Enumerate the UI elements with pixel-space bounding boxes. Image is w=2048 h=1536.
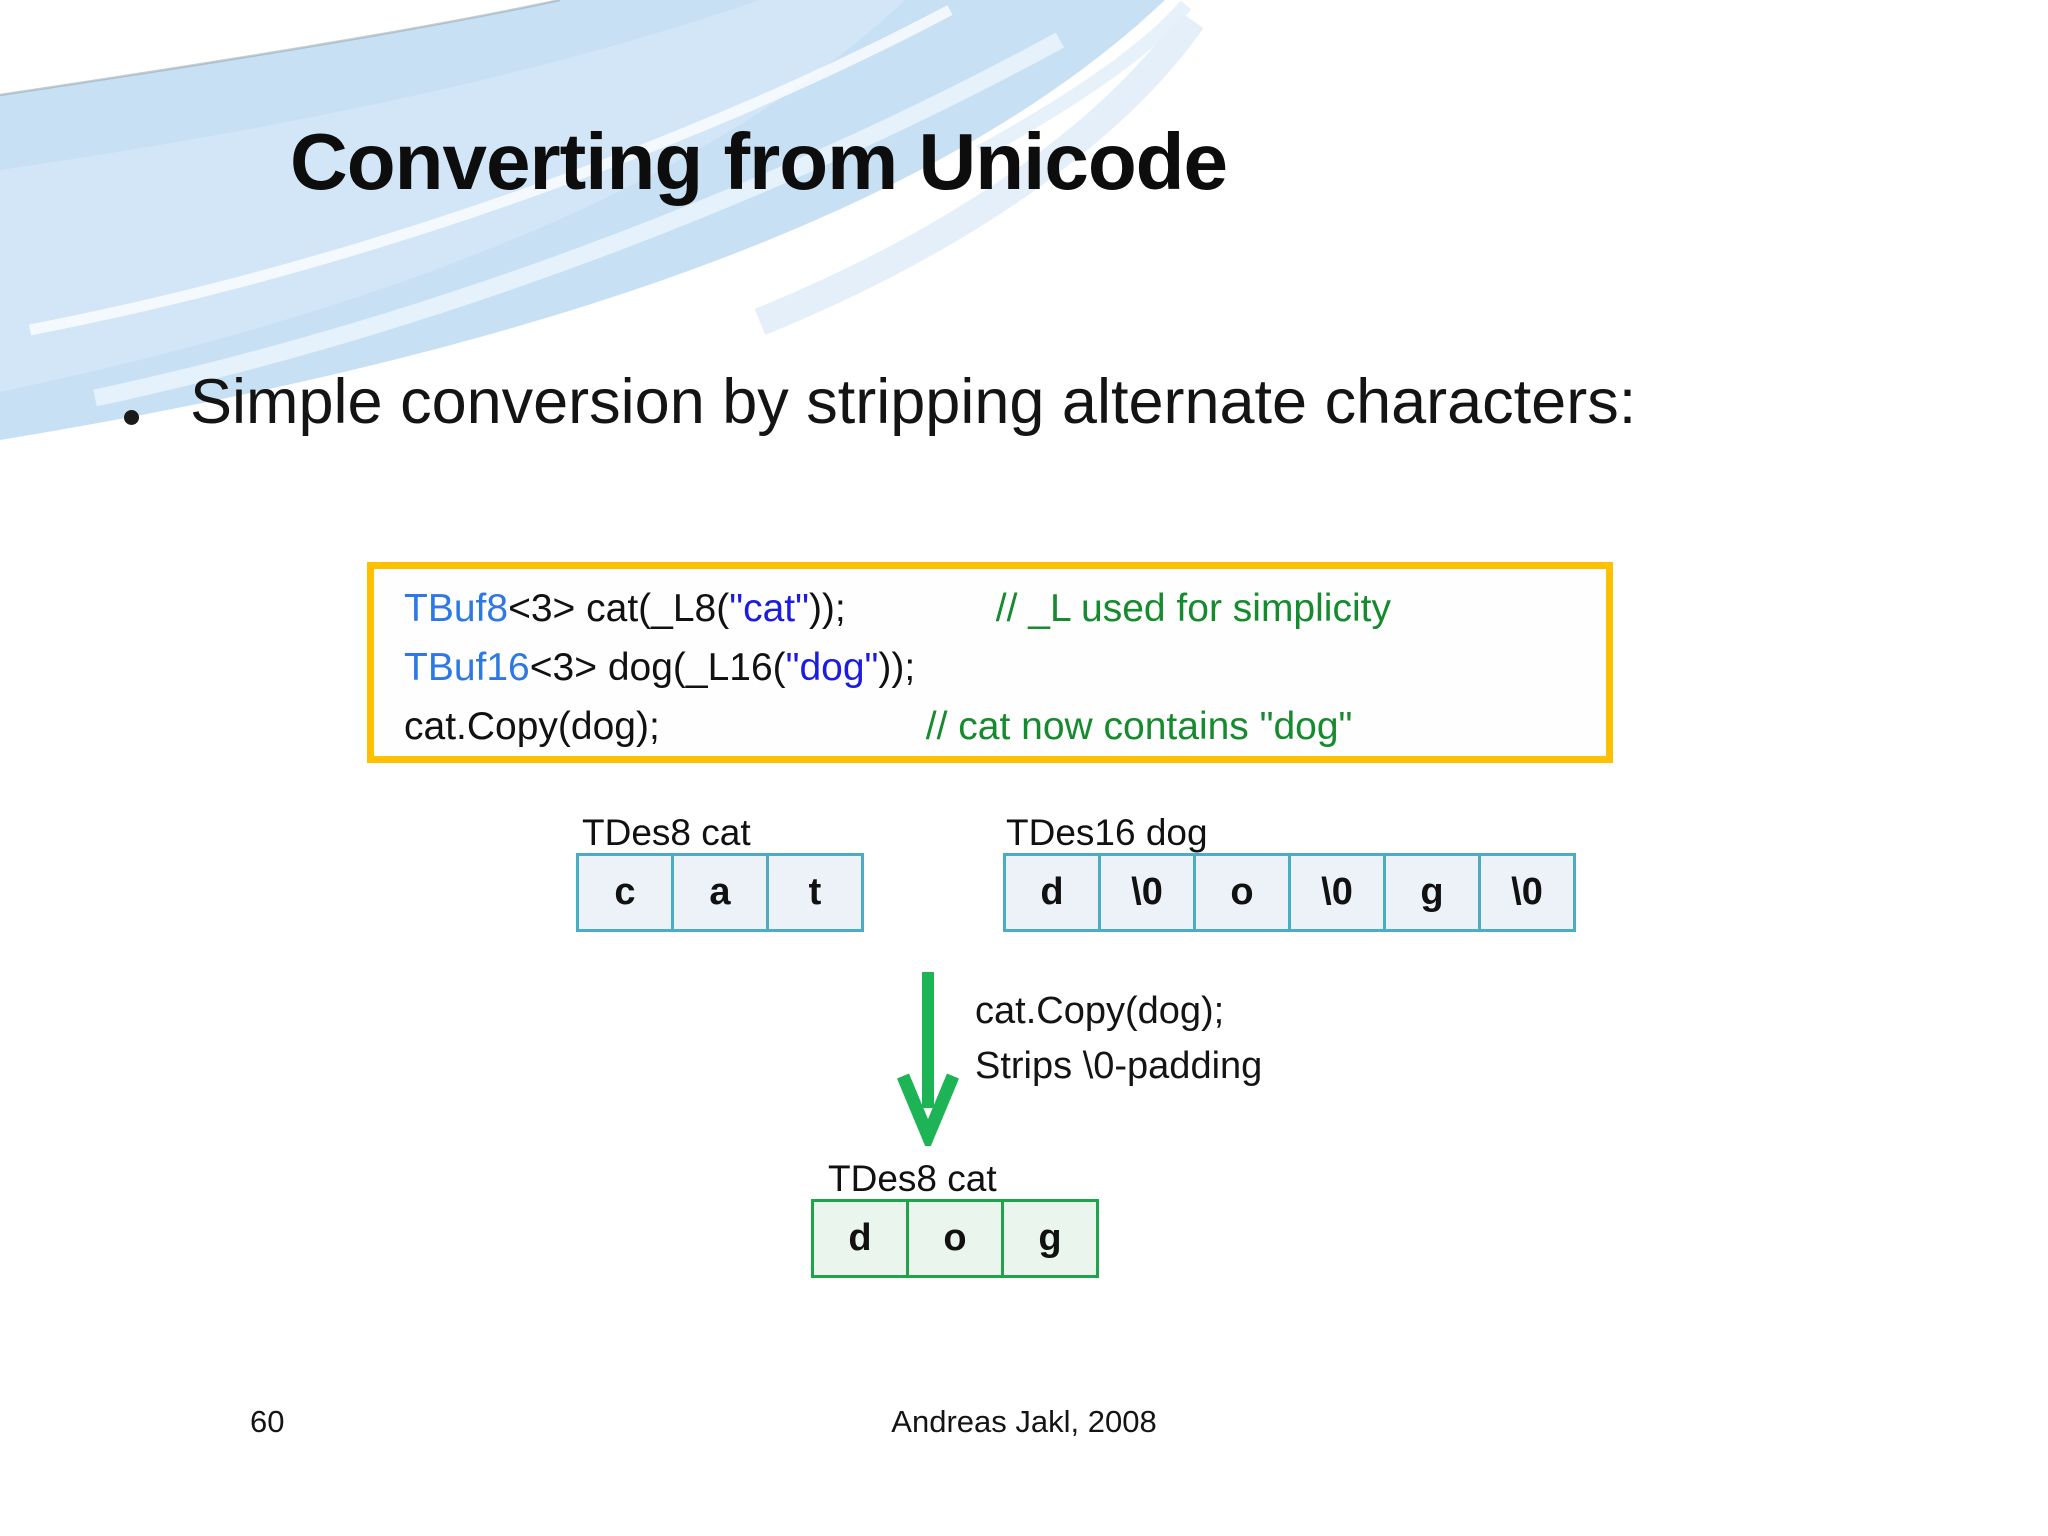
- buffer-cell: o: [1196, 856, 1291, 929]
- code-line-2: TBuf16<3> dog(_L16("dog"));: [404, 638, 1606, 697]
- code-comment: // cat now contains "dog": [925, 705, 1353, 748]
- code-box: TBuf8<3> cat(_L8("cat")); // _L used for …: [367, 562, 1613, 763]
- result-buffer-table: d o g: [811, 1199, 1099, 1278]
- code-token-string: "cat": [729, 587, 809, 630]
- code-token: <3> cat(_L8(: [508, 587, 730, 630]
- dog-buffer-table: d \0 o \0 g \0: [1003, 853, 1576, 932]
- swoosh-background-graphic: [0, 0, 1204, 440]
- buffer-cell: o: [909, 1202, 1004, 1275]
- result-buffer-label: TDes8 cat: [828, 1158, 997, 1199]
- bullet-marker: [124, 410, 139, 425]
- buffer-cell: \0: [1291, 856, 1386, 929]
- footer-page-number: 60: [250, 1404, 285, 1439]
- buffer-cell: g: [1004, 1202, 1096, 1275]
- code-token: ));: [808, 587, 846, 630]
- buffer-cell: d: [814, 1202, 909, 1275]
- cat-buffer-label: TDes8 cat: [582, 812, 751, 853]
- buffer-cell: d: [1006, 856, 1101, 929]
- code-token-type: TBuf16: [404, 646, 530, 689]
- code-token: <3> dog(_L16(: [529, 646, 786, 689]
- bullet-text: Simple conversion by stripping alternate…: [190, 367, 1637, 437]
- code-token: cat.Copy(dog);: [404, 705, 660, 748]
- footer-author: Andreas Jakl, 2008: [891, 1404, 1157, 1439]
- buffer-cell: g: [1386, 856, 1481, 929]
- code-line-1: TBuf8<3> cat(_L8("cat")); // _L used for …: [404, 579, 1606, 638]
- dog-buffer-label: TDes16 dog: [1006, 812, 1208, 853]
- buffer-cell: c: [579, 856, 674, 929]
- cat-buffer-table: c a t: [576, 853, 864, 932]
- copy-arrow-icon: [897, 972, 959, 1146]
- code-line-3: cat.Copy(dog); // cat now contains "dog": [404, 697, 1606, 756]
- code-token-type: TBuf8: [404, 587, 509, 630]
- code-comment: // _L used for simplicity: [995, 587, 1391, 630]
- arrow-caption: cat.Copy(dog); Strips \0-padding: [975, 984, 1262, 1094]
- buffer-cell: t: [769, 856, 861, 929]
- arrow-caption-line1: cat.Copy(dog);: [975, 990, 1225, 1032]
- buffer-cell: \0: [1481, 856, 1573, 929]
- buffer-cell: a: [674, 856, 769, 929]
- code-token: ));: [878, 646, 916, 689]
- arrow-caption-line2: Strips \0-padding: [975, 1045, 1263, 1087]
- buffer-cell: \0: [1101, 856, 1196, 929]
- page-title: Converting from Unicode: [290, 117, 1228, 206]
- code-token-string: "dog": [785, 646, 879, 689]
